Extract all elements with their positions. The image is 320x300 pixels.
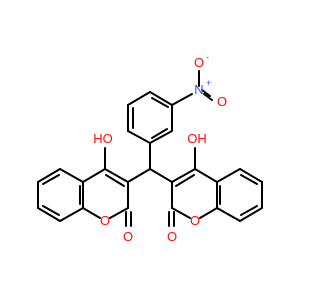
left-coumarin: HO O O [37, 131, 133, 244]
nitro-group: N + O - O [171, 52, 227, 109]
right-ring-oxygen: O [190, 213, 200, 228]
right-hydroxyl-label: OH [187, 131, 207, 146]
nitro-n-charge: + [206, 78, 211, 88]
nitro-n-atom: N [194, 82, 203, 97]
molecule-diagram: N + O - O HO O O [37, 52, 263, 244]
left-carbonyl-oxygen: O [123, 229, 133, 244]
left-ring-oxygen: O [100, 213, 110, 228]
nitro-o-top-atom: O [194, 55, 204, 70]
methine-bridge [127, 142, 173, 183]
nitro-o-bottom-atom: O [217, 94, 227, 109]
nitro-o-top-charge: - [206, 52, 209, 62]
structure-svg: N + O - O HO O O [37, 52, 263, 244]
left-hydroxyl-label: HO [93, 131, 113, 146]
nitrophenyl-ring [127, 91, 173, 144]
right-carbonyl-oxygen: O [167, 229, 177, 244]
right-coumarin: OH O O [167, 131, 263, 244]
